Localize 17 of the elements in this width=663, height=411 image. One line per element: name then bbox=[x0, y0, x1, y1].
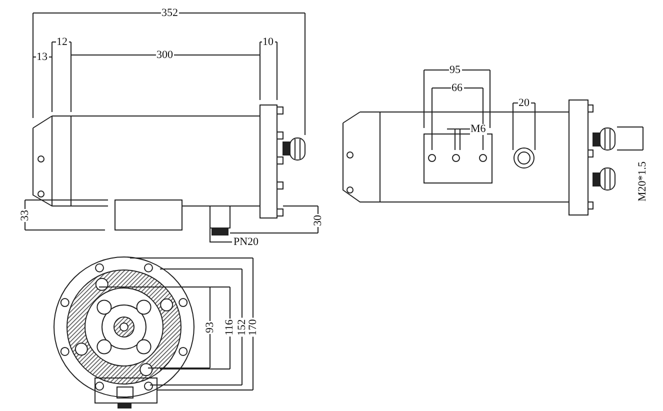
dimension-label: M20*1.5 bbox=[638, 160, 649, 202]
dimension-label: 13 bbox=[36, 52, 48, 62]
dimension-label: 33 bbox=[20, 208, 30, 222]
dimension-label: 10 bbox=[262, 36, 274, 48]
dimension-label: 95 bbox=[448, 64, 462, 76]
dimension-label: 116 bbox=[224, 318, 236, 336]
dimension-label: 170 bbox=[247, 318, 258, 336]
dimension-label: 352 bbox=[160, 8, 179, 18]
dimension-label: 30 bbox=[312, 214, 324, 226]
dimension-label: 152 bbox=[236, 318, 248, 336]
dimension-label: 12 bbox=[56, 36, 68, 48]
dimension-label: PN20 bbox=[232, 236, 260, 248]
dimension-label: 20 bbox=[518, 98, 530, 108]
dimension-label: M6 bbox=[470, 124, 487, 134]
dimension-label: 300 bbox=[156, 50, 174, 60]
dimension-label: 66 bbox=[450, 82, 464, 94]
dimension-label: 93 bbox=[204, 320, 216, 334]
